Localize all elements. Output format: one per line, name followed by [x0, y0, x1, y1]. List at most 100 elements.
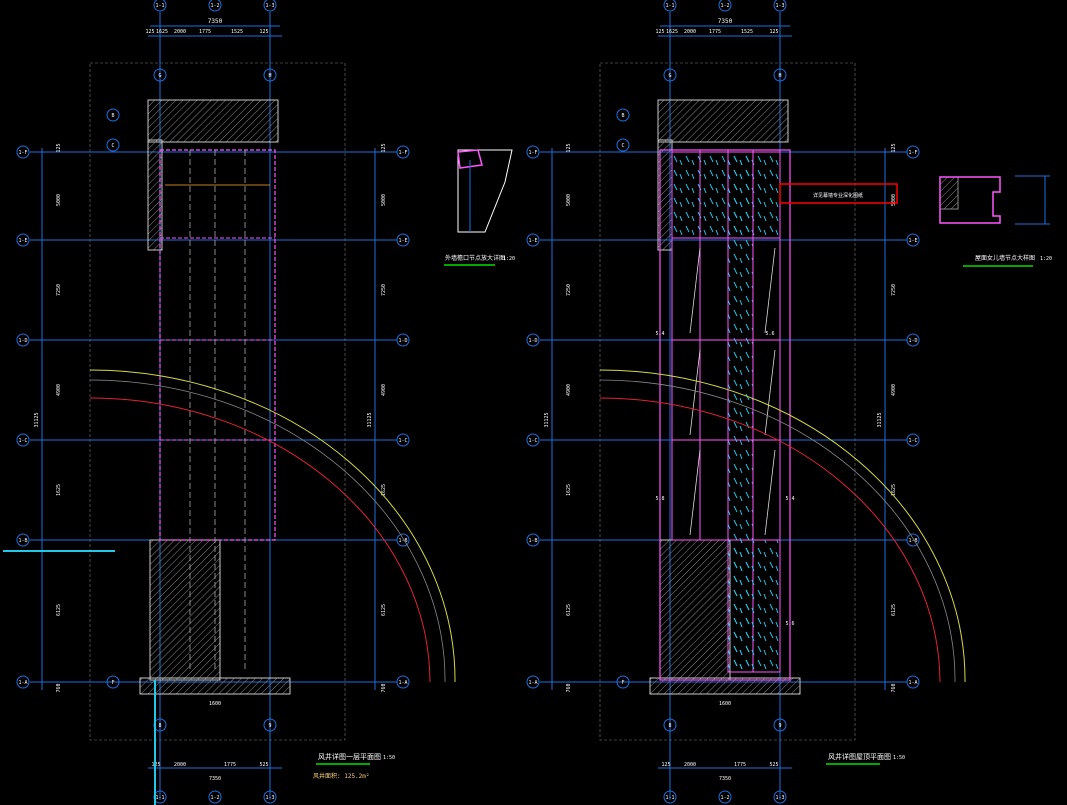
- dimension-value-vertical: 125: [891, 143, 897, 152]
- axis-label-topmost: 1-1: [155, 3, 164, 9]
- axis-label-top-bubble: [263, 68, 277, 82]
- wall-bottom: [149, 539, 221, 681]
- axis-label-bottom-bubble: [773, 718, 787, 732]
- dimension-total: 7350: [208, 18, 223, 25]
- axis-label-row-bubble: [616, 138, 630, 152]
- arc-yellow: [89, 369, 456, 683]
- dimension-value-vertical: 7250: [566, 284, 572, 296]
- axis-label-right-bubble: [396, 675, 410, 689]
- dimension-value: 525: [769, 762, 778, 768]
- axis-label-row-bubble: [616, 675, 630, 689]
- axis-label-left: 1-D: [18, 338, 27, 344]
- axis-label-topmost: 1-3: [775, 3, 784, 9]
- axis-label-row: C: [621, 143, 624, 149]
- axis-label-left-bubble: [526, 145, 540, 159]
- axis-label-right: 1-C: [398, 438, 407, 444]
- axis-label-left: 1-C: [18, 438, 27, 444]
- arc-red: [89, 397, 431, 683]
- level-mark: 5.6: [785, 621, 794, 627]
- dimension-value-vertical: 6125: [566, 604, 572, 616]
- dimension-value-vertical: 7250: [56, 284, 62, 296]
- axis-label-row-bubble: [616, 108, 630, 122]
- axis-label-bottommost-bubble: [663, 790, 677, 804]
- axis-label-right-bubble: [906, 233, 920, 247]
- axis-label-row-bubble: [106, 138, 120, 152]
- wall-base: [139, 677, 291, 695]
- axis-label-top-bubble: [153, 68, 167, 82]
- dimension-value: 125: [655, 29, 664, 35]
- axis-label-right: 1-E: [398, 238, 407, 244]
- detail-scale: 1:20: [1040, 256, 1052, 262]
- dimension-value-vertical: 7250: [891, 284, 897, 296]
- axis-label-right: 1-A: [908, 680, 917, 686]
- axis-label-left-bubble: [16, 333, 30, 347]
- dimension-value-vertical: 6125: [56, 604, 62, 616]
- detail-scale: 1:20: [503, 256, 515, 262]
- arc-yellow: [599, 369, 966, 683]
- drawing-scale: 1:50: [383, 755, 395, 761]
- detail-glass-frame: [457, 149, 483, 169]
- dimension-value-vertical: 5000: [381, 194, 387, 206]
- axis-label-topmost-bubble: [773, 0, 787, 12]
- drawing-title: 风井详图一层平面图: [318, 752, 381, 761]
- axis-label-topmost: 1-1: [665, 3, 674, 9]
- axis-label-row: B: [621, 113, 624, 119]
- axis-label-bottommost-bubble: [718, 790, 732, 804]
- axis-label-topmost-bubble: [263, 0, 277, 12]
- dimension-value: 2000: [174, 762, 186, 768]
- wall-base: [649, 677, 801, 695]
- level-mark: 5.6: [765, 331, 774, 337]
- dimension-value: 2000: [684, 762, 696, 768]
- axis-label-left-bubble: [526, 333, 540, 347]
- drawing-title: 风井详图屋顶平面图: [828, 752, 891, 761]
- axis-label-left: 1-E: [528, 238, 537, 244]
- dimension-value-vertical: 125: [56, 143, 62, 152]
- curtain-wall-outline: [159, 149, 276, 541]
- dimension-value-vertical: 760: [891, 683, 897, 692]
- dimension-value: 1525: [231, 29, 243, 35]
- level-mark: 5.4: [655, 331, 664, 337]
- axis-label-topmost: 1-2: [720, 3, 729, 9]
- dimension-value: 1625: [156, 29, 168, 35]
- axis-label-bottommost: 1-1: [665, 795, 674, 801]
- axis-label-top: G: [668, 73, 671, 79]
- louver-line: [764, 349, 776, 436]
- axis-label-topmost-bubble: [208, 0, 222, 12]
- axis-label-bottom-bubble: [263, 718, 277, 732]
- center-dimension: 1600: [209, 701, 221, 707]
- axis-label-bottom: 9: [268, 723, 271, 729]
- axis-label-bottommost-bubble: [208, 790, 222, 804]
- axis-label-right: 1-D: [908, 338, 917, 344]
- drawing-frame: [89, 62, 346, 741]
- axis-label-right: 1-F: [398, 150, 407, 156]
- dimension-total: 7350: [719, 776, 731, 782]
- axis-label-right-bubble: [396, 233, 410, 247]
- axis-label-left-bubble: [526, 433, 540, 447]
- area-note: 风井面积: 125.2m²: [313, 772, 370, 780]
- axis-label-bottom-bubble: [663, 718, 677, 732]
- dimension-value-vertical: 760: [381, 683, 387, 692]
- dimension-value-vertical: 1625: [891, 484, 897, 496]
- detail-wall: [939, 176, 959, 210]
- axis-label-left-bubble: [526, 533, 540, 547]
- dimension-value-vertical: 125: [381, 143, 387, 152]
- callout-box: [779, 183, 898, 204]
- drawing-frame: [599, 62, 856, 741]
- detail-section-outline: [457, 149, 513, 233]
- axis-label-right-bubble: [396, 333, 410, 347]
- axis-label-left: 1-E: [18, 238, 27, 244]
- axis-label-right-bubble: [396, 433, 410, 447]
- dimension-value: 1775: [734, 762, 746, 768]
- axis-label-left-bubble: [16, 675, 30, 689]
- axis-label-right-bubble: [906, 333, 920, 347]
- axis-label-left: 1-A: [18, 680, 27, 686]
- dimension-value: 125: [145, 29, 154, 35]
- detail-title: 屋面女儿墙节点大样图: [975, 254, 1035, 262]
- glass-panel: [671, 151, 781, 239]
- center-dimension: 1600: [719, 701, 731, 707]
- dimension-value: 1775: [709, 29, 721, 35]
- axis-label-left-bubble: [526, 233, 540, 247]
- glass-panel-bottom: [727, 539, 781, 673]
- dimension-total-vertical: 31125: [877, 412, 883, 427]
- axis-label-left-bubble: [16, 433, 30, 447]
